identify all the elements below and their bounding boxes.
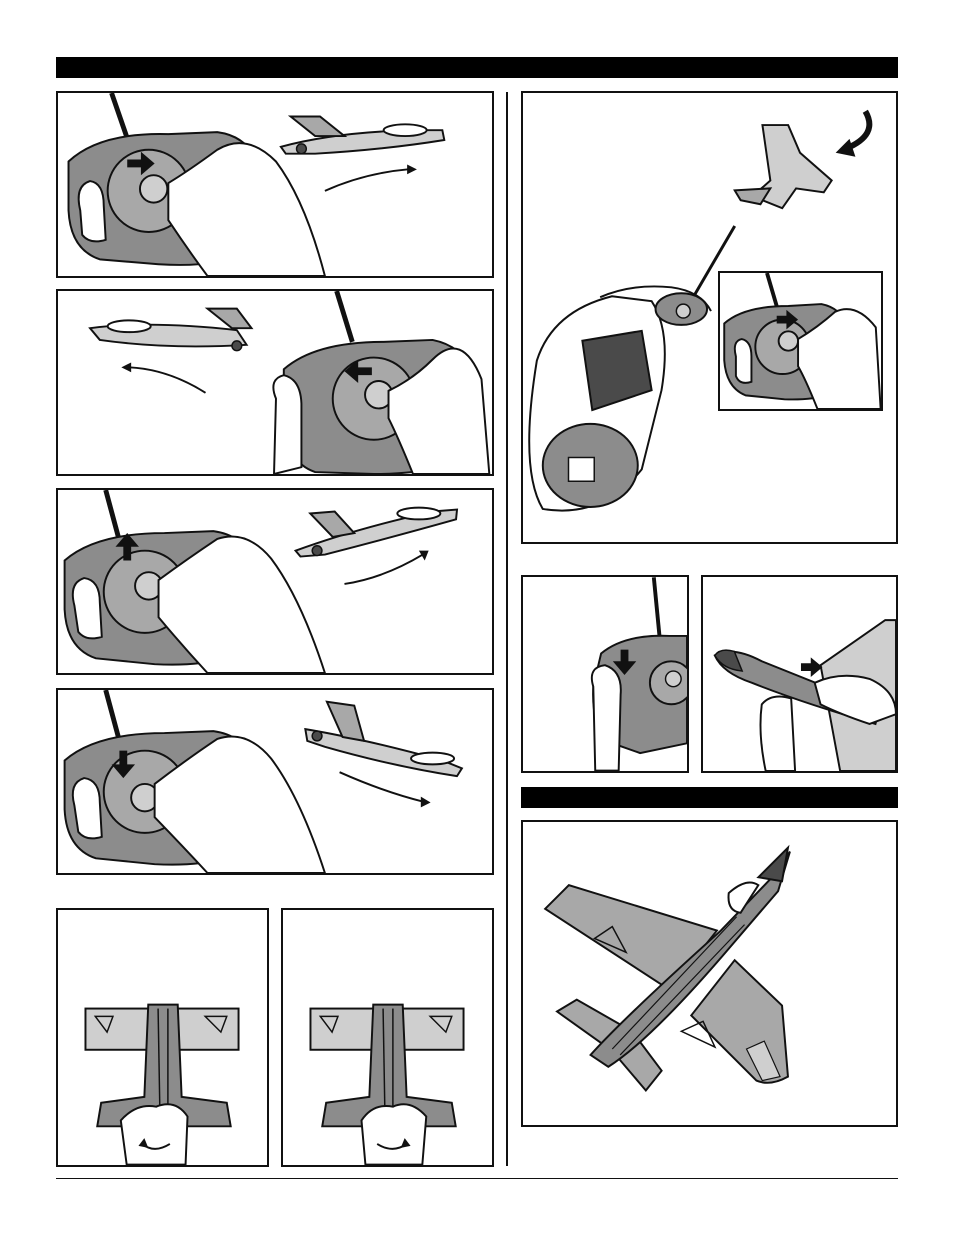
panel-turn-left [56,289,494,476]
panel-battery-insert [701,575,898,773]
trim-left-illustration [58,910,267,1165]
panel-climb [56,488,494,675]
panel-dive [56,688,494,875]
turn-left-illustration [58,291,492,474]
panel-plane-top-view [521,820,898,1127]
panel-launch [521,91,898,544]
panel-trim-left [56,908,269,1167]
launch-inset [718,271,883,411]
trim-right-illustration [283,910,492,1165]
climb-illustration [58,490,492,673]
panel-trim-right [281,908,494,1167]
footer-rule [56,1178,898,1179]
battery-insert-illustration [703,577,896,771]
column-divider [506,92,508,1166]
panel-turn-right [56,91,494,278]
top-header-bar [56,57,898,78]
plane-top-view-illustration [523,822,896,1125]
power-switch-illustration [523,577,687,771]
turn-right-illustration [58,93,492,276]
transmitter-inset-illustration [720,273,881,409]
right-section-header-bar [521,787,898,808]
dive-illustration [58,690,492,873]
panel-power-switch [521,575,689,773]
